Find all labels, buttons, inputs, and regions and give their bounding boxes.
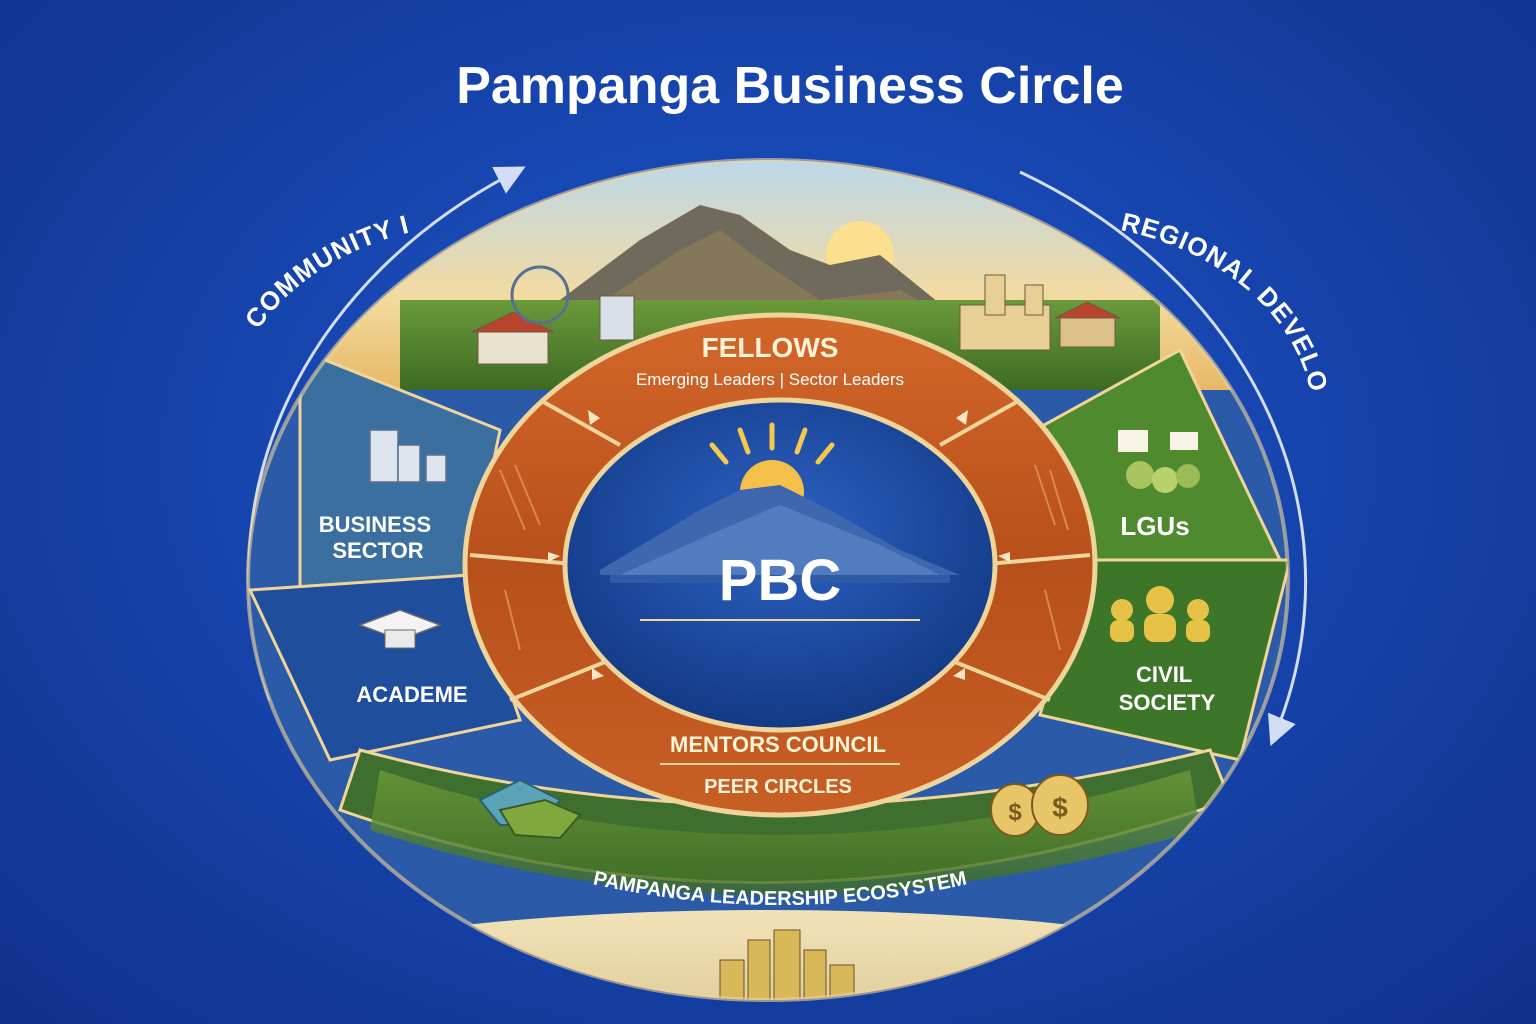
svg-text:$: $: [1008, 799, 1022, 826]
flags-icon: [1118, 430, 1200, 493]
handshake-icon: [478, 778, 582, 840]
community-impact-label: COMMUNITY IMPACT: [0, 0, 412, 334]
page-title: Pampanga Business Circle: [456, 57, 1124, 115]
svg-text:$: $: [1052, 792, 1068, 823]
segment-academe[interactable]: [248, 573, 522, 762]
center-label: PBC: [719, 548, 841, 613]
fellows-subtitle: Emerging Leaders | Sector Leaders: [636, 370, 904, 389]
civil-society-label: CIVIL SOCIETY: [1119, 662, 1216, 715]
money-bags-icon: $ $: [990, 774, 1089, 837]
academe-label: ACADEME: [356, 682, 467, 707]
peer-circles-label: PEER CIRCLES: [704, 776, 852, 798]
buildings-icon: [369, 429, 447, 483]
graduation-cap-icon: [357, 609, 443, 649]
pbc-core[interactable]: PBC: [562, 397, 998, 733]
people-group-icon: [1110, 586, 1210, 642]
mentors-council-title: MENTORS COUNCIL: [670, 732, 886, 757]
lgus-label: LGUs: [1120, 511, 1189, 541]
business-sector-label: BUSINESS SECTOR: [319, 512, 438, 563]
fellows-title: FELLOWS: [702, 332, 839, 363]
sun-rays-icon: [709, 422, 835, 465]
